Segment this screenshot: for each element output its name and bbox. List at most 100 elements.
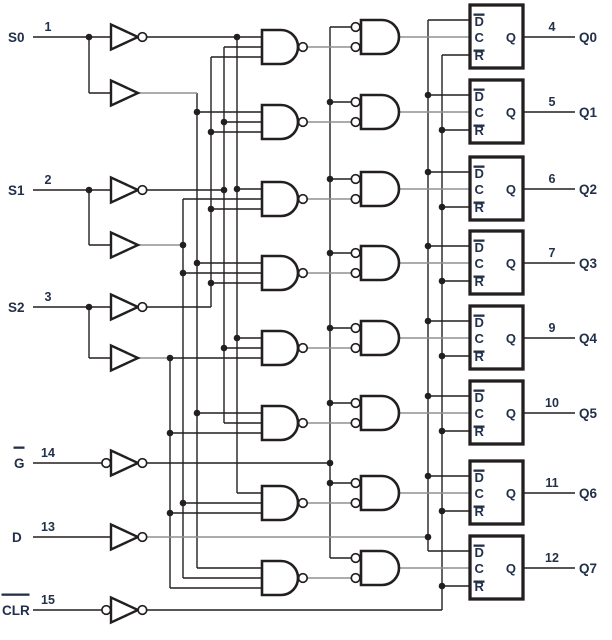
junction-dot	[424, 242, 432, 250]
inversion-bubble	[350, 572, 361, 584]
output-pin-number: 9	[549, 321, 556, 335]
junction-dot	[326, 399, 334, 407]
overline-bar	[473, 544, 485, 547]
inversion-bubble	[137, 301, 148, 313]
output-pin-number: 6	[549, 172, 556, 186]
junction-dot	[220, 186, 228, 194]
junction-dot	[438, 427, 446, 435]
inversion-bubble	[350, 96, 361, 108]
junction-dot	[233, 33, 241, 41]
junction-dot	[326, 175, 334, 183]
latch-d-label: D	[475, 545, 484, 560]
input-pin-number: 3	[45, 290, 52, 304]
overline-bar	[1, 593, 30, 596]
latch-c-label: C	[475, 486, 485, 501]
latch-q-label: Q	[506, 561, 516, 576]
latch-q-label: Q	[506, 30, 516, 45]
latch-d-label: D	[475, 240, 484, 255]
latch-d-label: D	[475, 315, 484, 330]
junction-dot	[179, 269, 187, 277]
latch-d-label: D	[475, 89, 484, 104]
inversion-bubble	[297, 342, 309, 354]
junction-dot	[326, 324, 334, 332]
junction-dot	[424, 533, 432, 541]
buffer-triangle	[109, 230, 141, 260]
latch-q-label: Q	[506, 182, 516, 197]
latch-r-label: R	[475, 424, 485, 439]
inversion-bubble	[101, 604, 112, 616]
output-pin-number: 11	[545, 476, 558, 490]
junction-dot	[85, 186, 93, 194]
output-label-q7: Q7	[579, 561, 597, 576]
junction-dot	[193, 259, 201, 267]
overline-bar	[473, 314, 485, 317]
buffer-triangle	[109, 595, 141, 625]
inversion-bubble	[350, 552, 361, 564]
inversion-bubble	[137, 604, 148, 616]
junction-dot	[207, 205, 215, 213]
overline-bar	[473, 505, 485, 508]
output-pin-number: 7	[549, 246, 556, 260]
latch-q-label: Q	[506, 256, 516, 271]
junction-dot	[233, 334, 241, 342]
and-gate	[359, 549, 401, 587]
junction-dot	[438, 582, 446, 590]
junction-dot	[438, 203, 446, 211]
buffer-triangle	[109, 343, 141, 373]
inversion-bubble	[350, 267, 361, 279]
overline-bar	[13, 446, 25, 449]
latch-r-label: R	[475, 274, 485, 289]
junction-dot	[424, 392, 432, 400]
input-pin-number: 15	[41, 593, 55, 607]
latch-r-label: R	[475, 48, 485, 63]
and-gate	[359, 170, 401, 208]
and-gate	[359, 394, 401, 432]
inversion-bubble	[297, 417, 309, 429]
output-label-q4: Q4	[579, 331, 598, 346]
output-label-q6: Q6	[579, 486, 598, 501]
overline-bar	[473, 389, 485, 392]
overline-bar	[473, 13, 485, 16]
overline-bar	[473, 201, 485, 204]
junction-dot	[326, 98, 334, 106]
inversion-bubble	[137, 531, 148, 543]
inversion-bubble	[297, 41, 309, 53]
overline-bar	[473, 49, 485, 52]
inversion-bubble	[137, 31, 148, 43]
inversion-bubble	[297, 267, 309, 279]
nand-gate	[260, 484, 300, 522]
input-pin-number: 2	[45, 173, 52, 187]
output-label-q2: Q2	[579, 182, 597, 197]
output-pin-number: 10	[545, 396, 559, 410]
inversion-bubble	[297, 116, 309, 128]
buffer-triangle	[109, 522, 141, 552]
inversion-bubble	[350, 417, 361, 429]
input-label-s2: S2	[8, 300, 25, 315]
output-label-q5: Q5	[579, 406, 598, 421]
and-gate	[359, 18, 401, 56]
inversion-bubble	[350, 173, 361, 185]
inversion-bubble	[350, 342, 361, 354]
latch-c-label: C	[475, 331, 485, 346]
junction-dot	[326, 459, 334, 467]
junction-dot	[233, 185, 241, 193]
inversion-bubble	[297, 497, 309, 509]
nand-gate	[260, 180, 300, 218]
junction-dot	[179, 499, 187, 507]
latch-c-label: C	[475, 105, 485, 120]
buffer-triangle	[109, 22, 141, 52]
output-label-q3: Q3	[579, 256, 598, 271]
input-label-s1: S1	[8, 183, 25, 198]
latch-c-label: C	[475, 561, 485, 576]
junction-dot	[438, 507, 446, 515]
latch-q-label: Q	[506, 486, 516, 501]
junction-dot	[193, 108, 201, 116]
output-pin-number: 12	[545, 551, 559, 565]
junction-dot	[424, 91, 432, 99]
junction-dot	[85, 33, 93, 41]
junction-dot	[85, 303, 93, 311]
inversion-bubble	[137, 457, 148, 469]
output-pin-number: 5	[549, 95, 556, 109]
